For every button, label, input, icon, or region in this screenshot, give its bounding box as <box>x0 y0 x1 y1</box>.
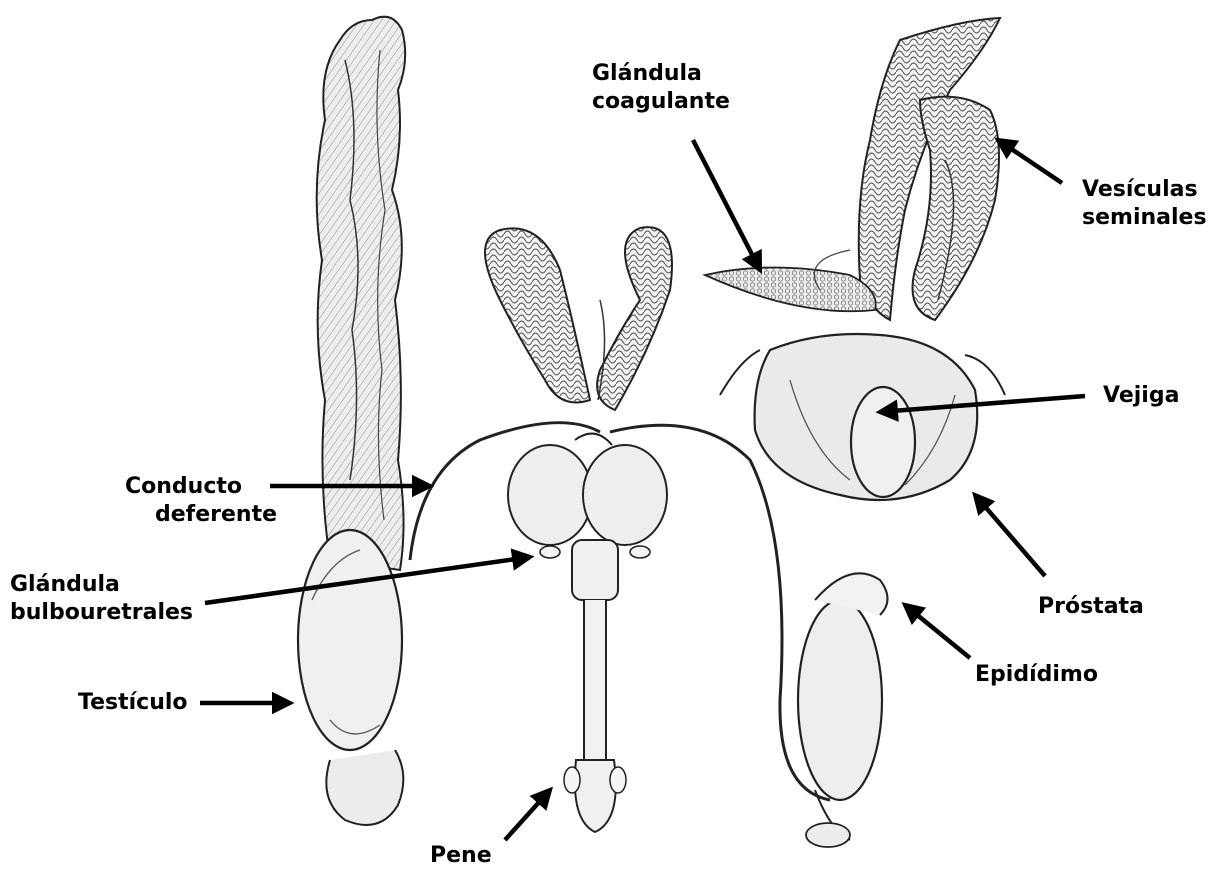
arrow-prostata <box>975 495 1045 576</box>
epididymis-drawing <box>798 573 888 847</box>
label-vesiculas-seminales: Vesículas seminales <box>1082 176 1207 232</box>
label-glandula-coagulante-line1: Glándula <box>592 60 730 88</box>
label-epididimo: Epidídimo <box>975 661 1098 689</box>
label-conducto-deferente-line2: deferente <box>125 501 277 529</box>
label-pene: Pene <box>430 842 492 870</box>
label-glandula-bulbouretrales-line2: bulbouretrales <box>10 599 193 627</box>
label-testiculo: Testículo <box>78 689 188 717</box>
label-glandula-bulbouretrales: Glándula bulbouretrales <box>10 571 193 627</box>
label-vesiculas-seminales-line2: seminales <box>1082 204 1207 232</box>
label-glandula-coagulante-line2: coagulante <box>592 88 730 116</box>
arrow-pene <box>505 790 550 840</box>
arrow-glandula-coagulante <box>693 140 760 270</box>
label-vesiculas-seminales-line1: Vesículas <box>1082 176 1207 204</box>
label-glandula-coagulante: Glándula coagulante <box>592 60 730 116</box>
arrow-vesiculas-seminales <box>998 140 1062 183</box>
bladder-drawing <box>851 387 915 497</box>
label-prostata: Próstata <box>1038 593 1144 621</box>
label-vejiga: Vejiga <box>1103 382 1179 410</box>
testis-drawing <box>298 17 405 825</box>
arrow-epididimo <box>905 605 970 658</box>
label-glandula-bulbouretrales-line1: Glándula <box>10 571 193 599</box>
penis-drawing <box>410 227 830 832</box>
label-conducto-deferente-line1: Conducto <box>125 473 277 501</box>
label-conducto-deferente: Conducto deferente <box>125 473 277 529</box>
